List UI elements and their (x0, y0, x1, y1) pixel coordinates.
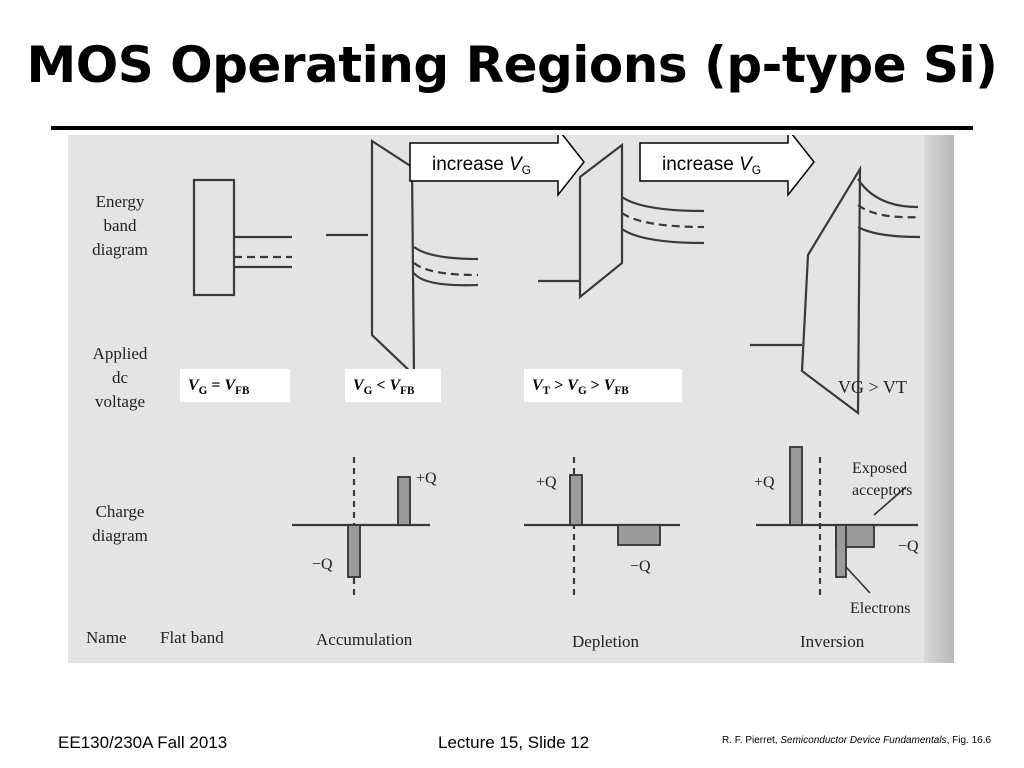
inversion-ec (857, 178, 919, 209)
footer-course: EE130/230A Fall 2013 (58, 733, 228, 752)
depletion-plus-q: +Q (536, 474, 557, 491)
row-label-energy-2: band (103, 216, 137, 235)
inversion-oxide (800, 165, 862, 416)
exposed-acceptors-label-1: Exposed (852, 460, 907, 477)
row-label-name: Name (86, 628, 127, 647)
page-edge-shadow (924, 135, 954, 663)
accum-plus-q: +Q (416, 470, 437, 487)
row-label-voltage-1: Applied (93, 344, 148, 363)
electrons-label: Electrons (850, 600, 910, 617)
depletion-oxide (578, 142, 624, 300)
inversion-positive-charge (789, 446, 803, 526)
increase-vg-arrow-1 (409, 135, 585, 198)
flatband-oxide-box (192, 178, 236, 297)
row-label-energy-3: diagram (92, 240, 148, 259)
title-underline (51, 126, 973, 130)
row-label-voltage-3: voltage (95, 392, 145, 411)
depletion-minus-q: −Q (630, 558, 651, 575)
depletion-ec (621, 196, 705, 213)
region-name-flat-band: Flat band (160, 628, 224, 647)
inversion-electron-charge (835, 524, 847, 578)
inversion-ev (857, 226, 921, 239)
region-name-accumulation: Accumulation (316, 630, 413, 649)
region-name-depletion: Depletion (572, 632, 640, 651)
flat-band-condition: VG = VFB (180, 369, 290, 402)
electrons-pointer (845, 566, 871, 594)
inversion-condition: VG > VT (838, 377, 907, 397)
increase-vg-label-1: increase VG (432, 154, 531, 177)
acceptors-pointer (873, 486, 907, 516)
accum-oxide (370, 138, 416, 378)
depletion-ei (621, 212, 705, 229)
footer-citation: R. F. Pierret, Semiconductor Device Fund… (722, 735, 992, 746)
footer-lecture: Lecture 15, Slide 12 (438, 733, 590, 752)
depletion-condition: VT > VG > VFB (524, 369, 682, 402)
accum-ev (413, 272, 479, 287)
depletion-ev (621, 228, 705, 245)
accum-ei (413, 262, 479, 277)
inversion-minus-q: −Q (898, 538, 919, 555)
increase-vg-label-2: increase VG (662, 154, 761, 177)
slide-title: MOS Operating Regions (p-type Si) (26, 36, 998, 94)
accum-positive-charge (397, 476, 411, 526)
row-label-voltage-2: dc (112, 368, 129, 387)
row-label-energy-1: Energy (96, 192, 145, 211)
depletion-negative-charge (617, 524, 661, 546)
exposed-acceptors-label-2: acceptors (852, 482, 912, 499)
accumulation-condition: VG < VFB (345, 369, 441, 402)
accum-minus-q: −Q (312, 556, 333, 573)
inversion-plus-q: +Q (754, 474, 775, 491)
accum-negative-charge (347, 524, 361, 578)
increase-vg-arrow-2 (639, 135, 815, 198)
region-name-inversion: Inversion (800, 632, 865, 651)
row-label-charge-1: Charge (96, 502, 145, 521)
inversion-ei (857, 204, 921, 219)
row-label-charge-2: diagram (92, 526, 148, 545)
accum-ec (413, 246, 479, 261)
depletion-positive-charge (569, 474, 583, 526)
